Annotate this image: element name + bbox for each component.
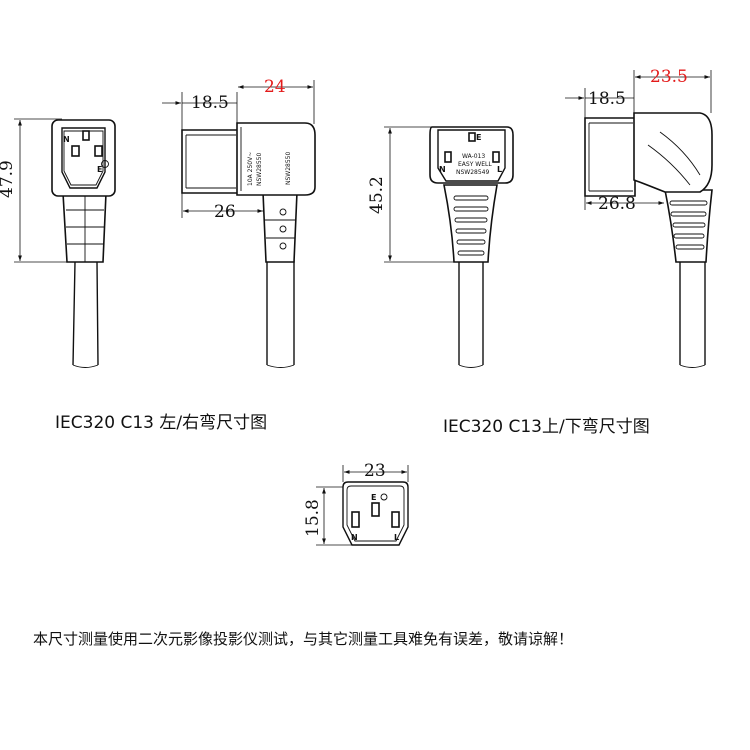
dim-ud-bottom: 26.8: [584, 194, 664, 214]
lr-side-code: NSW28550: [256, 153, 263, 186]
caption-left-right-bend: IEC320 C13 左/右弯尺寸图: [55, 413, 268, 433]
dim-lr-bottom: 26: [181, 193, 263, 222]
dim-lr-height: 47.9: [0, 118, 70, 263]
ud-front-code-2: EASY WELL: [458, 161, 492, 168]
face-l-label: L: [394, 533, 399, 542]
lr-front-e-label: E: [97, 165, 102, 174]
dim-ud-top: 18.5 23.5: [565, 67, 712, 118]
lr-front-view: N E: [51, 119, 116, 368]
dim-lr-top: 18.5 24: [162, 77, 315, 130]
dim-ud-height: 45.2: [367, 126, 455, 263]
lr-side-view: 10A 250V~ NSW28550 NSW28550: [181, 122, 316, 368]
face-e-label: E: [371, 493, 376, 502]
lr-side-rating: 10A 250V~: [247, 152, 254, 186]
ud-side-view: [584, 112, 713, 368]
face-earth-symbol: [380, 493, 388, 501]
dim-ud-total-width-text: 23.5: [650, 67, 688, 87]
measurement-disclaimer: 本尺寸测量使用二次元影像投影仪测试，与其它测量工具难免有误差，敬请谅解！: [33, 630, 574, 648]
lr-front-n-label: N: [63, 135, 70, 144]
ud-front-code-1: WA-013: [462, 153, 485, 160]
socket-face-view: N L E: [342, 481, 409, 546]
caption-up-down-bend: IEC320 C13上/下弯尺寸图: [443, 417, 650, 437]
dim-ud-body-width-text: 26.8: [598, 194, 636, 214]
ud-front-l-label: L: [497, 165, 502, 174]
dim-face-width-text: 23: [364, 461, 386, 481]
dim-ud-top-offset-text: 18.5: [588, 89, 626, 109]
ud-front-view: N L E WA-013 EASY WELL NSW28549: [429, 126, 514, 368]
lr-front-earth-symbol: [101, 160, 109, 168]
ud-front-e-label: E: [476, 133, 481, 142]
ud-front-code-3: NSW28549: [456, 169, 489, 176]
dim-face: 23 15.8: [303, 461, 409, 546]
face-n-label: N: [351, 533, 358, 542]
dim-face-height-text: 15.8: [303, 499, 323, 537]
dim-lr-body-width-text: 26: [214, 202, 236, 222]
ud-front-n-label: N: [439, 165, 446, 174]
lr-side-code-2: NSW28550: [285, 152, 292, 185]
dim-ud-height-text: 45.2: [367, 176, 387, 214]
dim-lr-total-width-text: 24: [264, 77, 286, 97]
dim-lr-top-offset-text: 18.5: [191, 93, 229, 113]
dim-lr-height-text: 47.9: [0, 160, 17, 198]
